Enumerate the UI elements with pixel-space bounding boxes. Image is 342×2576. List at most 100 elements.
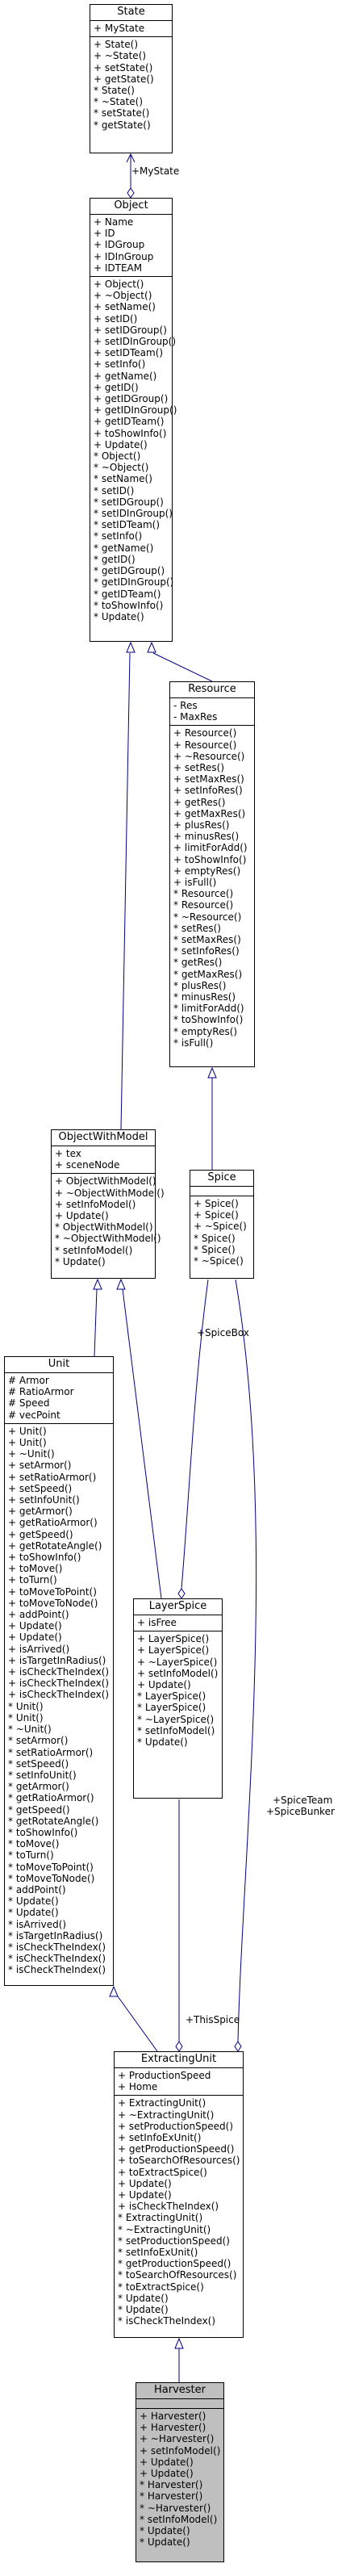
method-item: * ~Object(): [94, 462, 149, 474]
method-item: * setRatioArmor(): [8, 1746, 94, 1758]
method-item: + Update(): [8, 1620, 62, 1632]
method-item: * setInfoUnit(): [8, 1769, 77, 1781]
method-item: + Update(): [94, 438, 148, 450]
class-state[interactable]: State+ MyState+ State()+ ~State()+ setSt…: [90, 4, 173, 153]
method-item: + Update(): [140, 2468, 194, 2480]
class-extractingunit[interactable]: ExtractingUnit+ ProductionSpeed+ Home+ E…: [114, 2051, 244, 2338]
attribute-item: + ID: [94, 228, 115, 240]
layerspice-methods: + LayerSpice()+ LayerSpice()+ ~LayerSpic…: [134, 1631, 222, 1750]
method-item: * getArmor(): [8, 1781, 69, 1793]
method-item: + Resource(): [173, 739, 237, 751]
method-item: + setState(): [94, 61, 153, 73]
inherit-resource-object: [147, 641, 156, 653]
method-item: * getIDGroup(): [94, 565, 165, 577]
extractingunit-attributes: + ProductionSpeed+ Home: [115, 2068, 243, 2096]
method-item: + setInfoModel(): [137, 1667, 219, 1679]
method-item: * setIDTeam(): [94, 519, 161, 531]
method-item: + getID(): [94, 381, 139, 393]
attribute-item: # Speed: [8, 1397, 50, 1409]
edge-layerspice-spice: [181, 1279, 209, 1590]
method-item: + isCheckTheIndex(): [8, 1666, 110, 1678]
object-attributes: + Name+ ID+ IDGroup+ IDInGroup+ IDTEAM: [90, 215, 172, 278]
class-unit[interactable]: Unit# Armor# RatioArmor# Speed# vecPoint…: [4, 1356, 114, 1986]
edge-extractingunit-unit: [117, 1996, 158, 2052]
method-item: + setMaxRes(): [173, 773, 244, 785]
method-item: + Harvester(): [140, 2411, 206, 2422]
method-item: + getRatioArmor(): [8, 1517, 98, 1529]
method-item: * getRes(): [173, 957, 223, 969]
resource-class-name: Resource: [170, 682, 254, 698]
diamond-object-state: [127, 187, 135, 199]
attribute-item: # RatioArmor: [8, 1386, 74, 1398]
harvester-attributes: [136, 2399, 223, 2409]
attribute-item: + IDTEAM: [94, 262, 143, 274]
method-item: * Spice(): [194, 1243, 236, 1255]
method-item: + Update(): [140, 2456, 194, 2468]
method-item: + Update(): [118, 2189, 172, 2201]
spice-attributes: [190, 1187, 253, 1196]
attribute-item: # Armor: [8, 1375, 49, 1386]
method-item: * getMaxRes(): [173, 968, 243, 980]
method-item: + ~Spice(): [194, 1221, 247, 1233]
method-item: * setIDInGroup(): [94, 508, 173, 520]
method-item: + setIDTeam(): [94, 347, 164, 359]
method-item: * ~LayerSpice(): [137, 1713, 215, 1725]
class-object[interactable]: Object+ Name+ ID+ IDGroup+ IDInGroup+ ID…: [90, 198, 177, 642]
method-item: * isCheckTheIndex(): [118, 2315, 216, 2327]
method-item: * isCheckTheIndex(): [8, 1964, 106, 1976]
method-item: * setIDGroup(): [94, 496, 164, 508]
method-item: * setName(): [94, 473, 152, 485]
class-objectwithmodel[interactable]: ObjectWithModel+ tex+ sceneNode+ ObjectW…: [51, 1129, 165, 1279]
method-item: * toExtractSpice(): [118, 2281, 204, 2293]
method-item: * minusRes(): [173, 991, 236, 1003]
method-item: + Resource(): [173, 727, 237, 739]
method-item: * emptyRes(): [173, 1025, 238, 1037]
state-class-name: State: [90, 5, 172, 21]
class-resource[interactable]: Resource- Res- MaxRes+ Resource()+ Resou…: [169, 681, 255, 1067]
method-item: + emptyRes(): [173, 865, 241, 877]
method-item: + setName(): [94, 301, 156, 313]
method-item: * plusRes(): [173, 979, 227, 991]
method-item: * Spice(): [194, 1232, 236, 1244]
class-spice[interactable]: Spice+ Spice()+ Spice()+ ~Spice()* Spice…: [190, 1170, 254, 1279]
method-item: + ObjectWithModel(): [55, 1175, 156, 1187]
inherit-spice-resource: [207, 1066, 217, 1079]
method-item: + getMaxRes(): [173, 807, 246, 819]
label-mystate: +MyState: [131, 165, 180, 177]
method-item: * setArmor(): [8, 1735, 69, 1747]
method-item: * setInfoModel(): [137, 1724, 215, 1736]
diamond-extractingunit-layerspice: [175, 2041, 183, 2052]
class-harvester[interactable]: Harvester+ Harvester()+ Harvester()+ ~Ha…: [136, 2382, 224, 2562]
method-item: * setState(): [94, 107, 150, 119]
method-item: * toShowInfo(): [173, 1014, 244, 1026]
unit-class-name: Unit: [5, 1357, 113, 1373]
method-item: * toShowInfo(): [8, 1826, 78, 1838]
method-item: + setInfoUnit(): [8, 1494, 80, 1506]
class-layerspice[interactable]: LayerSpice+ isFree+ LayerSpice()+ LayerS…: [133, 1598, 223, 1799]
method-item: * getState(): [94, 119, 151, 131]
method-item: + Update(): [8, 1631, 62, 1644]
method-item: * getIDInGroup(): [94, 576, 174, 589]
method-item: + ExtractingUnit(): [118, 2097, 206, 2109]
object-class-name: Object: [90, 199, 172, 215]
method-item: * Update(): [118, 2292, 169, 2304]
method-item: * isCheckTheIndex(): [8, 1953, 106, 1965]
attribute-item: + ProductionSpeed: [118, 2070, 211, 2081]
method-item: * getRotateAngle(): [8, 1815, 99, 1827]
attribute-item: + Name: [94, 216, 134, 228]
unit-methods: + Unit()+ Unit()+ ~Unit()+ setArmor()+ s…: [5, 1424, 113, 1979]
method-item: * Resource(): [173, 888, 234, 900]
extractingunit-methods: + ExtractingUnit()+ ~ExtractingUnit()+ s…: [115, 2096, 243, 2329]
method-item: + isCheckTheIndex(): [8, 1689, 110, 1701]
method-item: + ~ExtractingUnit(): [118, 2109, 215, 2121]
method-item: + getState(): [94, 73, 154, 85]
method-item: + setInfoModel(): [140, 2444, 221, 2457]
method-item: + Unit(): [8, 1425, 47, 1437]
method-item: * setRes(): [173, 922, 221, 934]
spice-methods: + Spice()+ Spice()+ ~Spice()* Spice()* S…: [190, 1196, 253, 1269]
method-item: + setID(): [94, 312, 138, 325]
method-item: * setSpeed(): [8, 1757, 69, 1770]
label-spicebox: +SpiceBox: [197, 1327, 249, 1338]
diamond-extractingunit-spice: [234, 2041, 242, 2052]
method-item: + setInfo(): [94, 358, 146, 371]
